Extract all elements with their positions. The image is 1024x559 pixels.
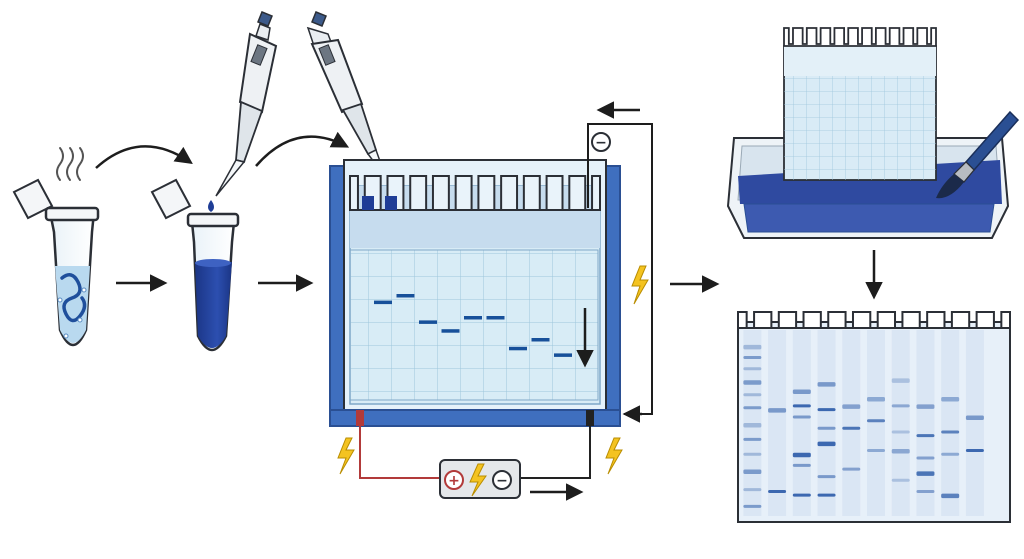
result-band bbox=[768, 408, 787, 413]
power-supply: + − bbox=[359, 426, 591, 499]
result-band bbox=[792, 415, 811, 419]
gel-band bbox=[464, 316, 482, 320]
result-band bbox=[743, 356, 762, 360]
result-band bbox=[743, 393, 762, 397]
result-lane bbox=[867, 330, 885, 516]
result-lane bbox=[792, 330, 811, 516]
result-band bbox=[941, 452, 960, 456]
result-band bbox=[792, 493, 811, 497]
result-band bbox=[891, 449, 910, 454]
gel-band bbox=[419, 320, 437, 324]
result-band bbox=[743, 344, 762, 350]
heat-steam-icon bbox=[56, 147, 84, 181]
sample-tube bbox=[12, 147, 100, 347]
result-band bbox=[768, 489, 787, 493]
result-lane bbox=[965, 330, 984, 516]
dna-strand-icon bbox=[60, 273, 87, 323]
result-lane bbox=[941, 330, 960, 516]
result-band bbox=[842, 426, 861, 430]
result-band bbox=[916, 456, 935, 460]
electrode-negative-symbol: − bbox=[595, 135, 607, 151]
result-band bbox=[867, 396, 885, 402]
result-lane bbox=[842, 330, 861, 516]
pipette-icon bbox=[215, 11, 278, 197]
gel-band bbox=[374, 300, 392, 305]
result-band bbox=[817, 441, 836, 447]
result-band bbox=[941, 430, 960, 434]
result-lane bbox=[891, 330, 910, 516]
result-band bbox=[792, 404, 811, 408]
result-band bbox=[916, 471, 935, 476]
result-band bbox=[743, 423, 762, 428]
lightning-icon bbox=[605, 437, 623, 475]
result-band bbox=[743, 469, 762, 474]
result-band bbox=[792, 389, 811, 395]
result-band bbox=[817, 382, 836, 387]
result-band bbox=[867, 419, 885, 423]
result-band bbox=[743, 488, 762, 492]
staining-tray bbox=[726, 27, 1020, 239]
lightning-icon bbox=[337, 437, 355, 475]
result-lane bbox=[768, 330, 787, 516]
result-band bbox=[891, 478, 910, 482]
dye-tube bbox=[150, 178, 240, 352]
result-band bbox=[743, 504, 762, 508]
lightning-icon bbox=[469, 463, 487, 497]
tank-bands bbox=[374, 294, 572, 357]
result-band bbox=[916, 434, 935, 438]
result-gel bbox=[737, 311, 1011, 523]
negative-symbol: − bbox=[496, 473, 508, 489]
dye-droplet-icon bbox=[208, 200, 214, 212]
result-band bbox=[792, 463, 811, 467]
curved-arrow-1 bbox=[95, 145, 193, 169]
result-band bbox=[743, 380, 762, 385]
gel-band bbox=[441, 329, 460, 333]
result-band bbox=[965, 449, 984, 453]
positive-electrode bbox=[356, 410, 364, 426]
result-band bbox=[916, 489, 935, 493]
gel-band bbox=[396, 294, 415, 298]
result-band bbox=[817, 475, 836, 479]
result-lane bbox=[817, 330, 836, 516]
result-band bbox=[817, 426, 836, 430]
negative-electrode: − bbox=[587, 123, 653, 415]
gel-band bbox=[554, 353, 572, 357]
result-band bbox=[965, 415, 984, 421]
result-band bbox=[891, 378, 910, 383]
result-band bbox=[743, 406, 762, 410]
electrophoresis-tank bbox=[329, 159, 621, 427]
negative-electrode-bottom bbox=[586, 410, 594, 426]
curved-arrow-2 bbox=[255, 131, 350, 167]
result-band bbox=[842, 467, 861, 471]
result-band bbox=[891, 404, 910, 408]
gel-comb bbox=[349, 175, 601, 211]
result-bands bbox=[743, 330, 984, 516]
result-band bbox=[941, 396, 960, 402]
result-band bbox=[817, 493, 836, 497]
gel-band bbox=[531, 338, 550, 342]
result-band bbox=[891, 430, 910, 434]
lightning-icon bbox=[631, 265, 649, 305]
result-band bbox=[817, 408, 836, 412]
loaded-well bbox=[385, 196, 397, 210]
loaded-well bbox=[362, 196, 374, 210]
gel-band bbox=[509, 346, 527, 351]
result-band bbox=[743, 367, 762, 371]
positive-symbol: + bbox=[448, 473, 460, 489]
result-band bbox=[867, 449, 885, 453]
result-band bbox=[743, 437, 762, 441]
gel-band bbox=[486, 316, 505, 320]
result-band bbox=[916, 404, 935, 409]
loading-pipette-icon bbox=[306, 11, 387, 179]
result-band bbox=[743, 452, 762, 456]
result-band bbox=[792, 452, 811, 458]
result-band bbox=[941, 493, 960, 499]
result-band bbox=[842, 404, 861, 409]
paintbrush-icon bbox=[936, 110, 1020, 199]
result-lane bbox=[916, 330, 935, 516]
